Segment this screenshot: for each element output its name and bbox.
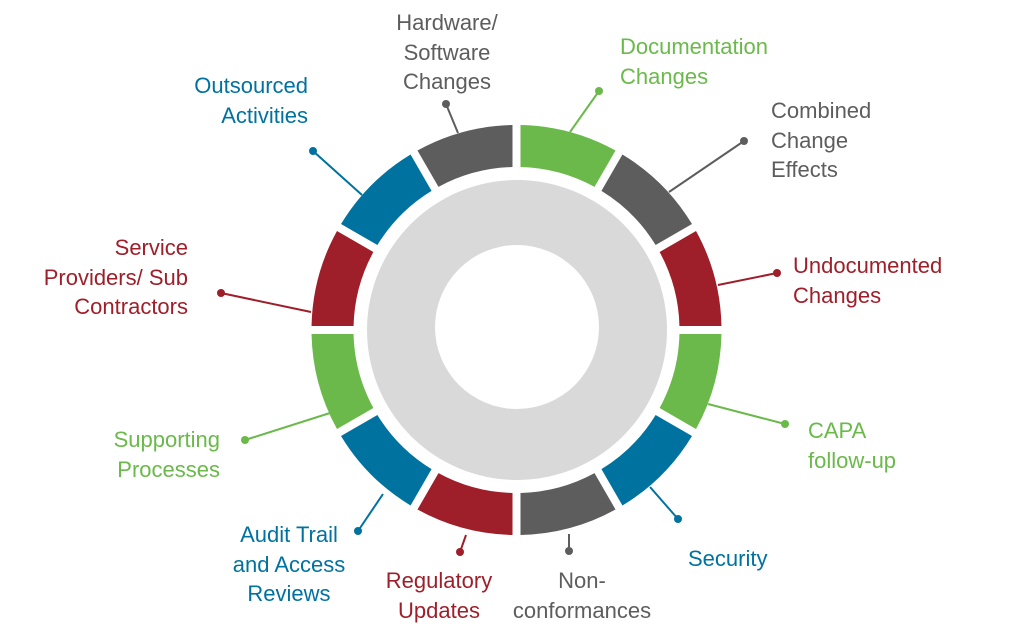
leader-dot-security bbox=[674, 515, 682, 523]
segment-nonconformances bbox=[520, 473, 616, 535]
leader-dot-combined bbox=[740, 137, 748, 145]
leader-line-service bbox=[220, 292, 312, 313]
leader-dot-audit bbox=[354, 527, 362, 535]
leader-dot-supporting bbox=[241, 436, 249, 444]
segment-security bbox=[601, 414, 693, 506]
leader-dot-hardware bbox=[442, 100, 450, 108]
leader-dot-nonconformances bbox=[565, 547, 573, 555]
segment-service bbox=[311, 230, 374, 326]
segment-supporting bbox=[311, 334, 374, 430]
leader-dot-outsourced bbox=[309, 147, 317, 155]
label-nonconformances: Non-conformances bbox=[512, 568, 652, 623]
leader-dot-documentation bbox=[595, 87, 603, 95]
segment-undocumented bbox=[659, 230, 722, 326]
leader-dot-undocumented bbox=[773, 269, 781, 277]
leader-dot-capa bbox=[781, 420, 789, 428]
leader-dot-service bbox=[217, 289, 225, 297]
leader-line-capa bbox=[707, 403, 786, 425]
leader-line-audit bbox=[357, 493, 384, 532]
leader-line-supporting bbox=[244, 412, 331, 441]
segment-audit bbox=[340, 414, 432, 506]
leader-line-outsourced bbox=[312, 150, 363, 196]
leader-line-undocumented bbox=[717, 272, 778, 286]
segment-regulatory bbox=[417, 473, 513, 535]
leader-line-hardware bbox=[445, 103, 459, 134]
segment-outsourced bbox=[340, 154, 432, 246]
segment-documentation bbox=[520, 125, 616, 187]
segment-hardware bbox=[417, 125, 513, 187]
segment-capa bbox=[659, 334, 722, 430]
leader-line-documentation bbox=[569, 90, 600, 133]
segment-combined bbox=[601, 154, 693, 246]
hub-center bbox=[435, 245, 599, 409]
leader-line-combined bbox=[668, 140, 745, 193]
label-security: Security bbox=[688, 546, 768, 571]
leader-dot-regulatory bbox=[456, 548, 464, 556]
leader-line-security bbox=[649, 486, 679, 520]
